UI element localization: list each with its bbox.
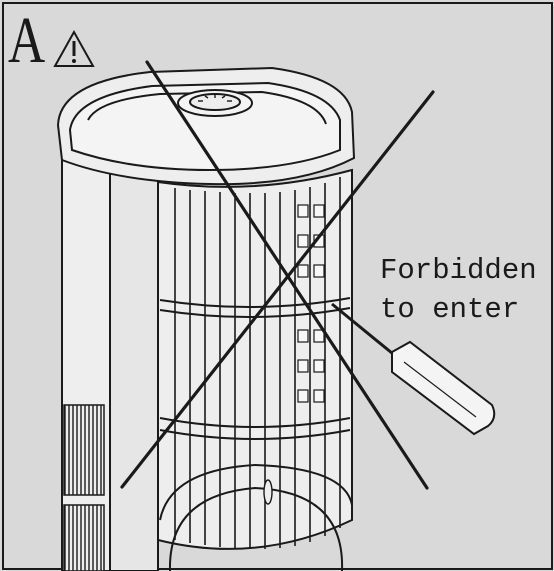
warning-triangle-icon: [53, 29, 95, 67]
air-cooler-device: [56, 66, 356, 571]
forbidden-cross-icon: [120, 60, 435, 490]
side-vent: [63, 404, 105, 496]
screwdriver-icon: [331, 302, 496, 436]
warning-text-line-2: to enter: [380, 293, 520, 326]
warning-text-line-1: Forbidden: [380, 254, 537, 287]
side-vent-lower: [63, 504, 105, 571]
panel-letter: A: [8, 4, 45, 77]
